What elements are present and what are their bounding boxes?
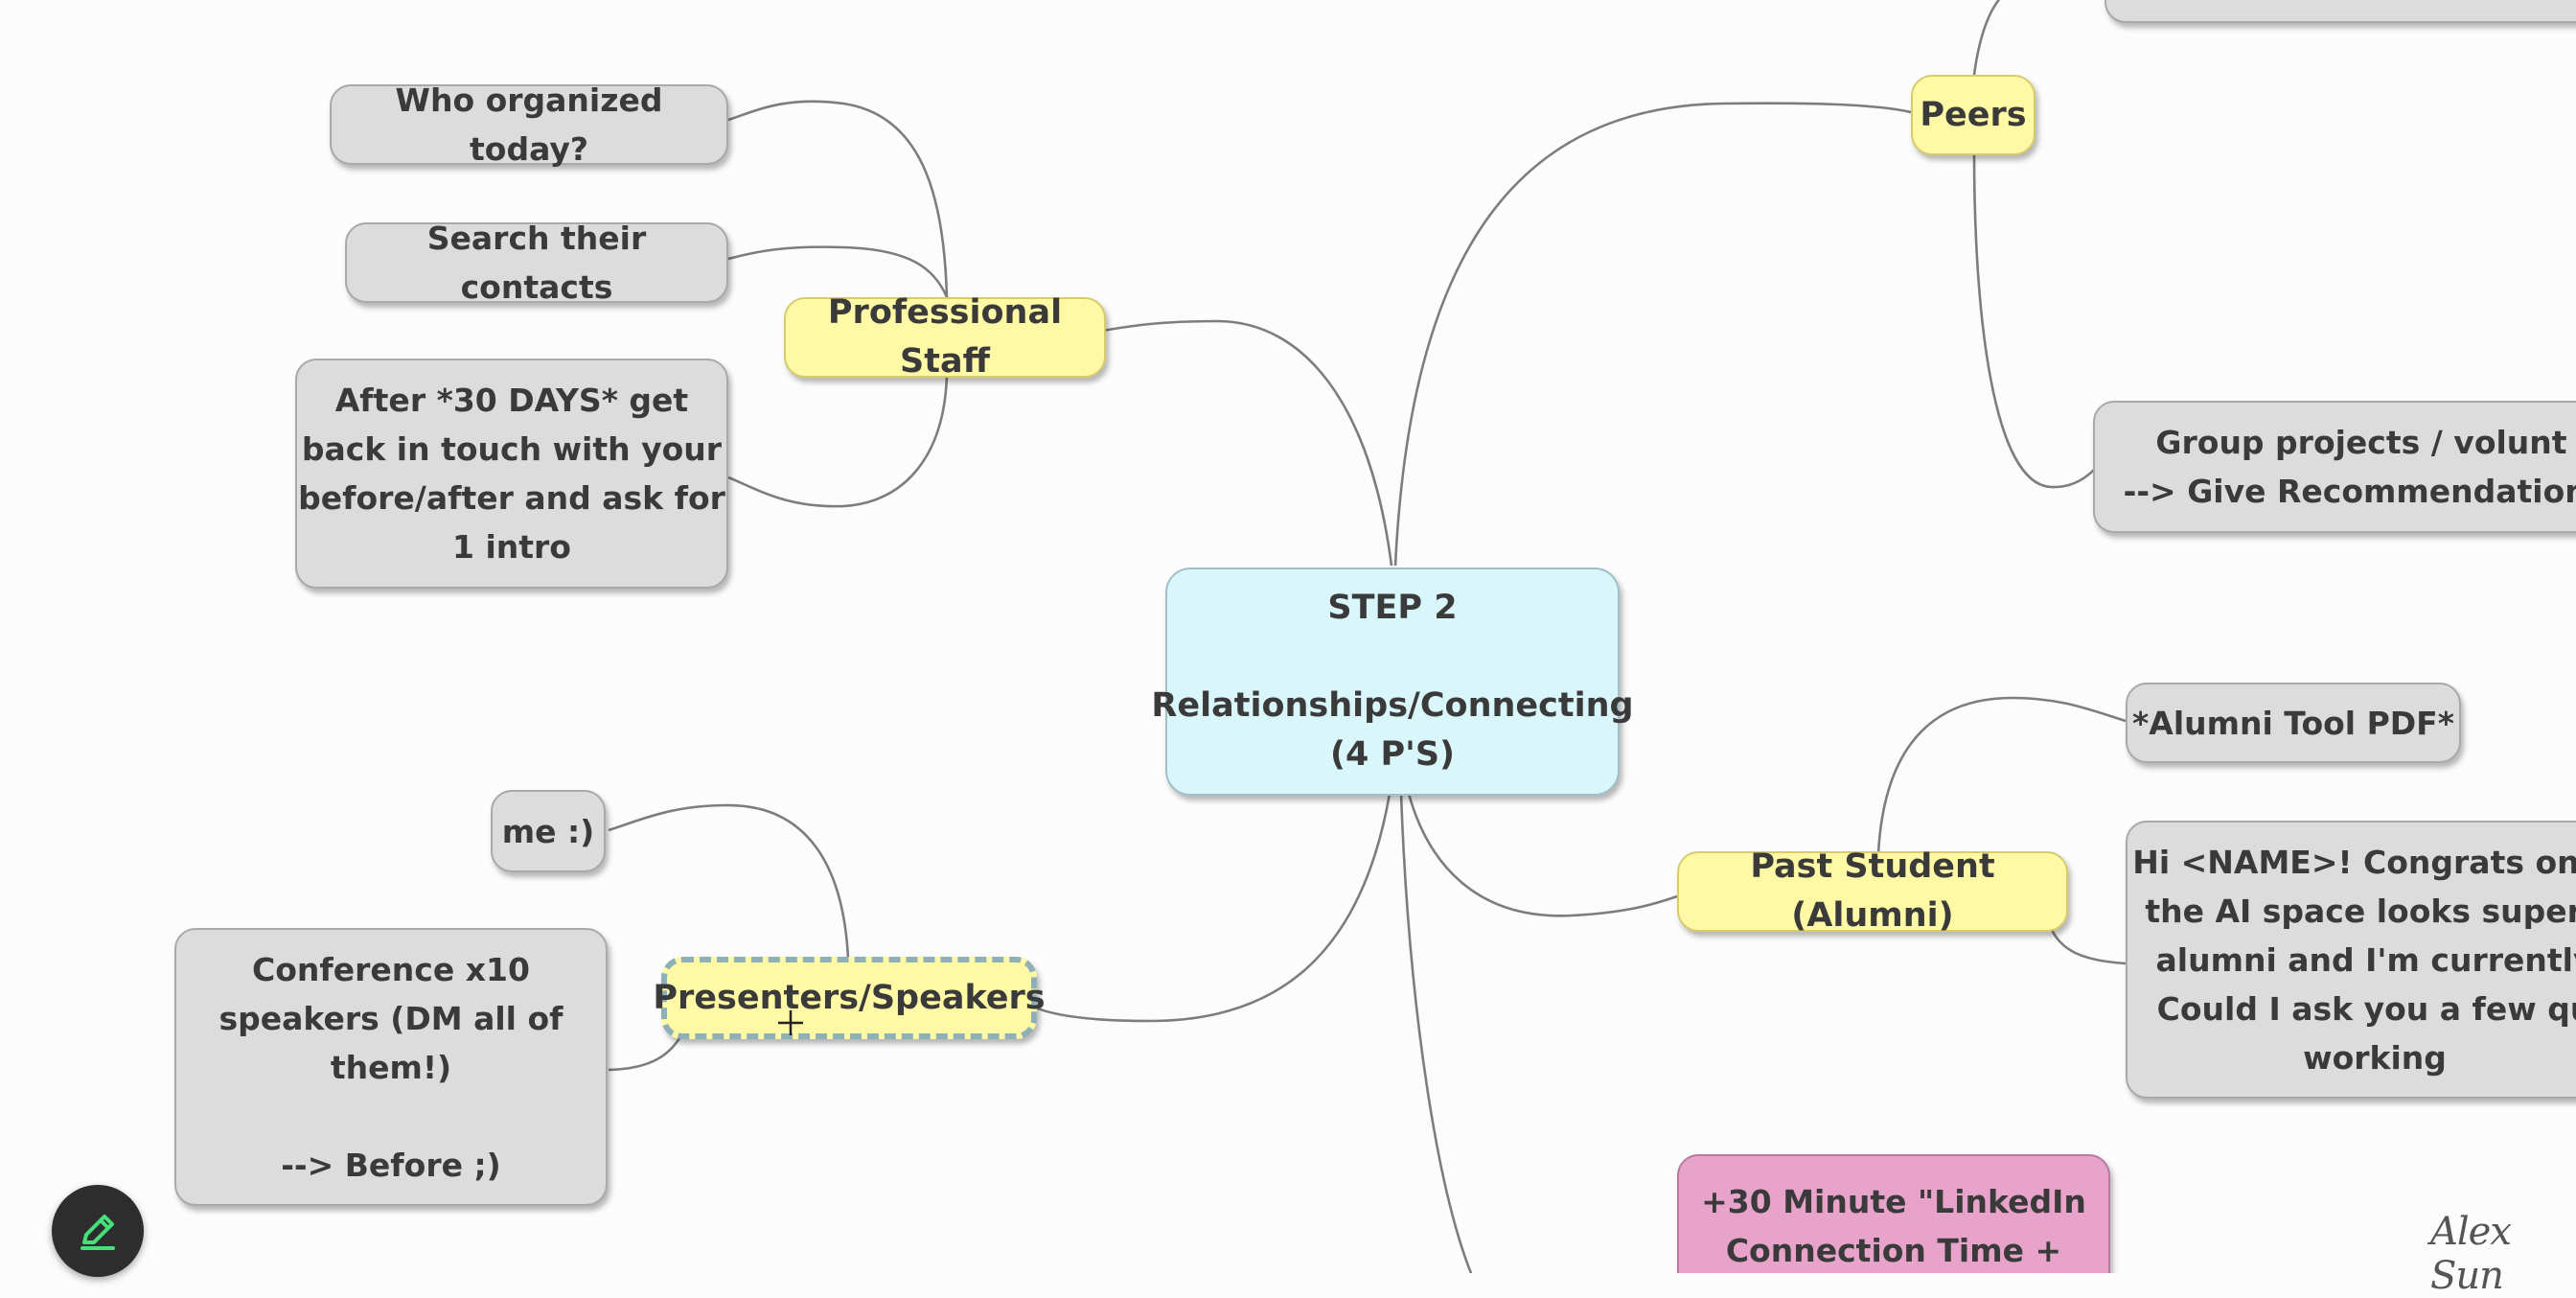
link-center-peers — [1393, 102, 1916, 567]
leaf-who-organized-today[interactable]: Who organized today? — [330, 81, 728, 168]
leaf-alumni-tool-pdf[interactable]: *Alumni Tool PDF* — [2126, 683, 2461, 763]
link-ps-alumni-msg — [2049, 927, 2127, 965]
leaf-me[interactable]: me :) — [491, 790, 606, 872]
link-presenters-conference — [608, 1032, 684, 1072]
leaf-conference-speakers[interactable]: Conference x10 speakers (DM all of them!… — [174, 928, 608, 1206]
branch-past-student-alumni[interactable]: Past Student (Alumni) — [1677, 847, 2068, 935]
link-center-presenters — [1032, 793, 1392, 1023]
leaf-search-their-contacts[interactable]: Search their contacts — [345, 220, 728, 306]
leaf-peers-top[interactable] — [2104, 0, 2576, 23]
branch-peers[interactable]: Peers — [1911, 75, 2036, 155]
link-presenters-me — [608, 803, 850, 960]
link-ps-who-organized — [727, 100, 949, 298]
link-peers-group — [1972, 152, 2095, 489]
link-peers-top — [1972, 0, 2001, 76]
branch-professional-staff[interactable]: Professional Staff — [784, 293, 1106, 381]
signature-watermark: Alex Sun — [2430, 1210, 2512, 1298]
leaf-alumni-message[interactable]: Hi <NAME>! Congrats on < the AI space lo… — [2126, 821, 2576, 1099]
link-center-linkedin — [1399, 793, 1473, 1273]
leaf-after-30-days[interactable]: After *30 DAYS* get back in touch with y… — [295, 359, 728, 589]
edit-button[interactable] — [52, 1185, 144, 1277]
branch-presenters-speakers[interactable]: Presenters/Speakers — [653, 957, 1046, 1039]
link-ps-after-30 — [727, 375, 949, 508]
link-ps-search-contacts — [727, 245, 949, 298]
pencil-icon — [80, 1215, 115, 1250]
central-topic[interactable]: STEP 2 Relationships/Connecting (4 P'S) — [1151, 568, 1634, 796]
leaf-group-projects[interactable]: Group projects / volunt --> Give Recomme… — [2093, 401, 2576, 533]
leaf-linkedin-connection-time[interactable]: +30 Minute "LinkedIn Connection Time + — [1677, 1154, 2110, 1273]
link-ps-alumni-tool — [1876, 696, 2127, 854]
link-center-professional-staff — [1101, 319, 1393, 567]
crosshair-cursor-icon — [778, 1010, 803, 1035]
link-center-past-student — [1407, 793, 1678, 917]
